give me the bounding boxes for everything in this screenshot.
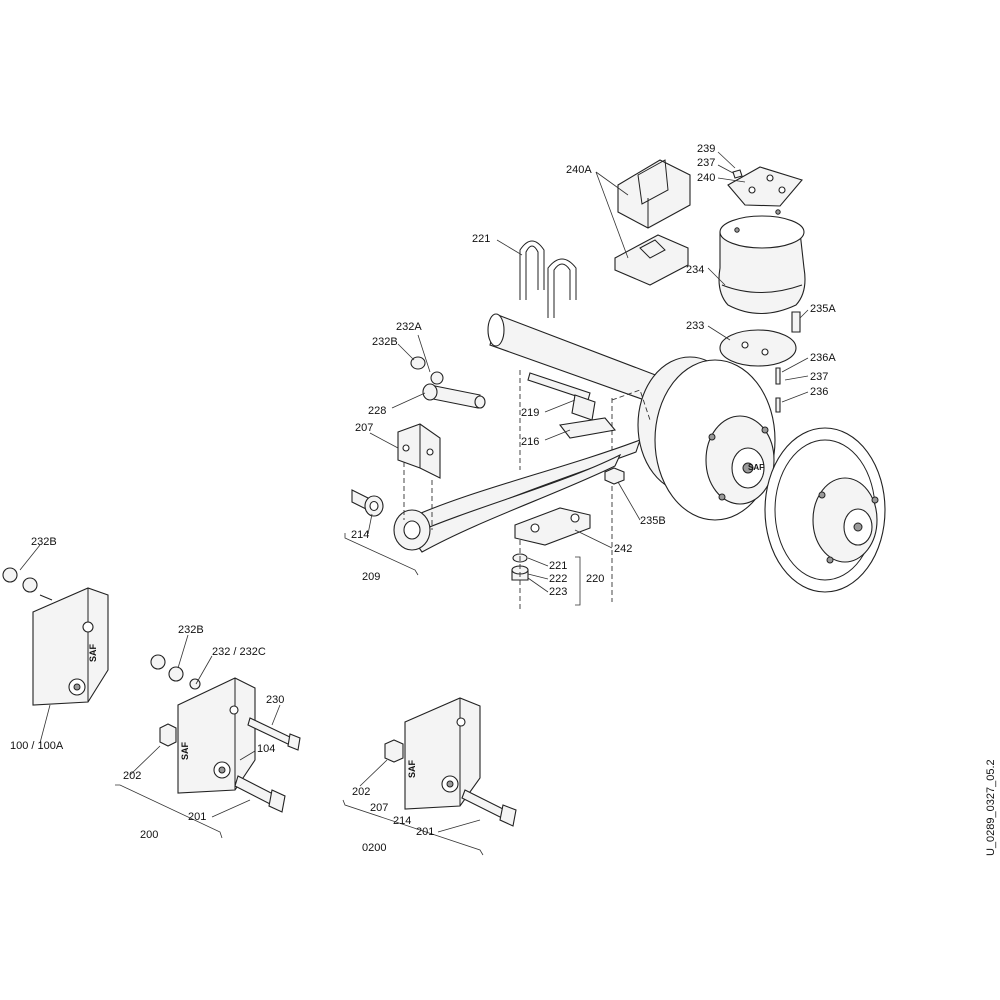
screw-236[interactable]: [775, 397, 781, 413]
group-brackets: [115, 533, 581, 856]
label-232B-left: 232B: [31, 536, 57, 548]
label-234: 234: [686, 264, 704, 276]
label-236: 236: [810, 386, 828, 398]
label-202-right: 202: [352, 786, 370, 798]
u-bolts-221[interactable]: [519, 240, 577, 318]
label-235A: 235A: [810, 303, 836, 315]
label-214-top: 214: [351, 529, 369, 541]
label-207-bottom: 207: [370, 802, 388, 814]
plate-216[interactable]: [558, 417, 617, 439]
label-219: 219: [521, 407, 539, 419]
label-232B-mid: 232B: [178, 624, 204, 636]
hanger-bracket-100[interactable]: [2, 567, 109, 706]
brake-drum-hub[interactable]: [637, 356, 776, 521]
nut-235B[interactable]: [604, 467, 625, 485]
base-plate-233[interactable]: [719, 329, 797, 367]
label-207-top: 207: [355, 422, 373, 434]
bolt-201[interactable]: [234, 775, 286, 813]
brake-actuator-219[interactable]: [527, 372, 596, 421]
label-237-right: 237: [810, 371, 828, 383]
label-209: 209: [362, 571, 380, 583]
brand-mark-0200: SAF: [407, 759, 417, 778]
label-222: 222: [549, 573, 567, 585]
label-240A: 240A: [566, 164, 592, 176]
label-233: 233: [686, 320, 704, 332]
bracket-207[interactable]: [397, 423, 441, 530]
part-labels: 239 237 240 240A 221 234 235A 233 236A 2…: [10, 143, 836, 854]
air-spring-234[interactable]: [718, 209, 806, 314]
label-242: 242: [614, 543, 632, 555]
brand-mark-hub: SAF: [748, 463, 764, 472]
label-223: 223: [549, 586, 567, 598]
label-201-right: 201: [416, 826, 434, 838]
label-230: 230: [266, 694, 284, 706]
label-228: 228: [368, 405, 386, 417]
washer-nut-stack[interactable]: [511, 370, 529, 610]
label-214-bottom: 214: [393, 815, 411, 827]
hanger-bracket-0200[interactable]: [384, 697, 517, 827]
label-232B-top: 232B: [372, 336, 398, 348]
upper-bracket-240A[interactable]: [617, 159, 691, 229]
lower-bracket-240A[interactable]: [614, 234, 689, 286]
label-0200: 0200: [362, 842, 386, 854]
label-221-top: 221: [472, 233, 490, 245]
label-232A-top: 232A: [396, 321, 422, 333]
label-236A: 236A: [810, 352, 836, 364]
bushing-214[interactable]: [351, 489, 384, 517]
label-216: 216: [521, 436, 539, 448]
axle-seat-242[interactable]: [514, 507, 591, 546]
shock-absorber-228[interactable]: [410, 356, 486, 409]
brand-mark-100: SAF: [88, 643, 98, 662]
drawing-id: U_0289_0327_05.2: [985, 759, 997, 856]
leader-lines: [19, 151, 809, 833]
hanger-bracket-200[interactable]: [150, 654, 256, 794]
brand-mark-200: SAF: [180, 741, 190, 760]
top-plate-240[interactable]: [727, 166, 803, 207]
label-221-bottom: 221: [549, 560, 567, 572]
label-201-mid: 201: [188, 811, 206, 823]
label-104: 104: [257, 743, 275, 755]
label-240: 240: [697, 172, 715, 184]
bolt-235A[interactable]: [791, 311, 801, 333]
label-200: 200: [140, 829, 158, 841]
label-239: 239: [697, 143, 715, 155]
label-100-100A: 100 / 100A: [10, 740, 64, 752]
label-202-mid: 202: [123, 770, 141, 782]
trailing-arm-spring[interactable]: [393, 439, 641, 553]
label-220: 220: [586, 573, 604, 585]
label-237-top: 237: [697, 157, 715, 169]
label-232-232C: 232 / 232C: [212, 646, 266, 658]
bolt-230[interactable]: [247, 717, 301, 751]
brake-disc-hub[interactable]: [764, 427, 886, 593]
label-235B: 235B: [640, 515, 666, 527]
screw-236A[interactable]: [775, 367, 781, 385]
